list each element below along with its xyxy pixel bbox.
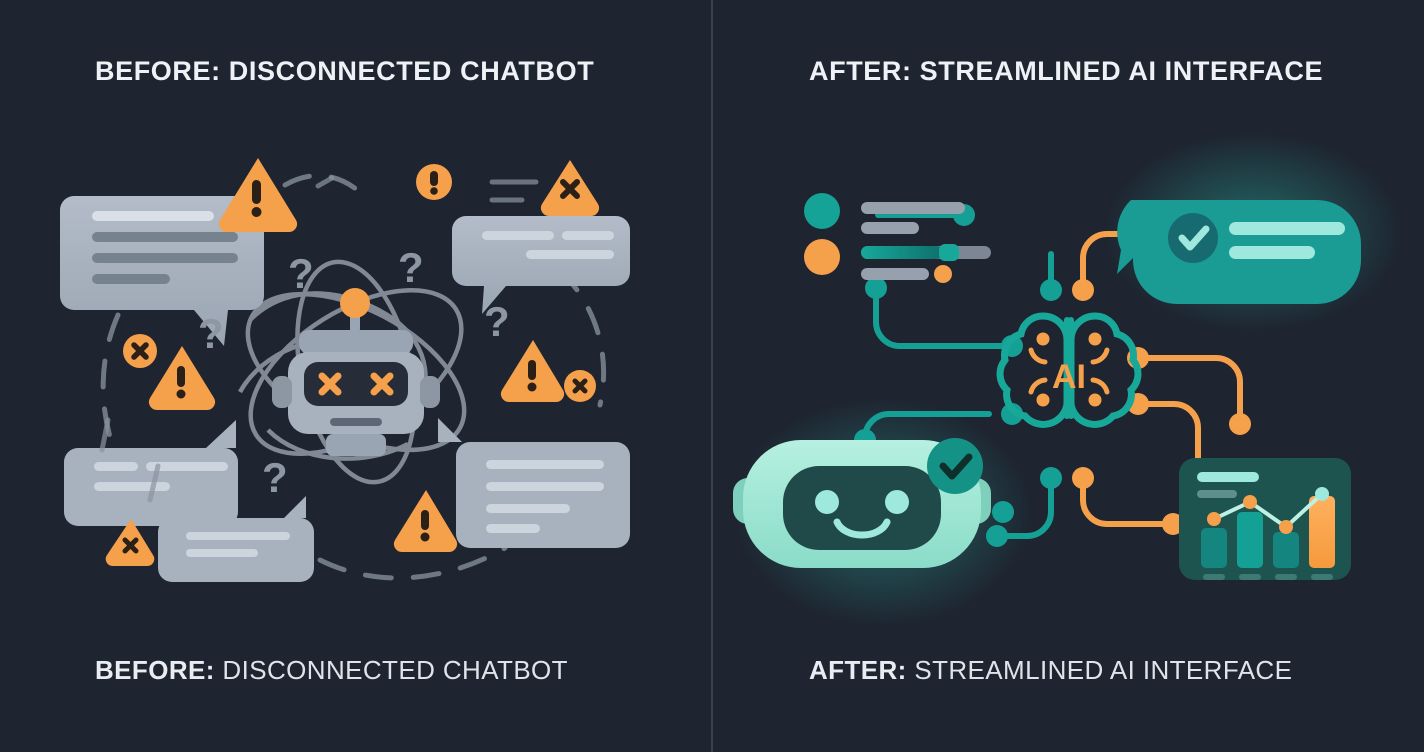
ai-brain-icon: AI	[996, 312, 1142, 428]
check-icon	[1178, 225, 1210, 251]
panel-after-caption: AFTER: STREAMLINED AI INTERFACE	[809, 655, 1292, 686]
success-chat-bubble	[1117, 200, 1361, 304]
question-mark-group: ? ? ? ? ?	[198, 244, 510, 501]
robot-check-badge	[927, 438, 983, 494]
warning-triangle-icon-1	[218, 158, 298, 233]
after-illustration: AI	[733, 132, 1403, 627]
warning-circle-icon	[416, 164, 452, 200]
chat-bubble-bottom-left	[158, 496, 314, 582]
svg-text:?: ?	[262, 454, 288, 501]
svg-text:?: ?	[484, 298, 510, 345]
robot-success-icon	[733, 438, 991, 568]
warning-triangle-icon-2	[148, 346, 216, 411]
sketch-strokes	[99, 175, 539, 503]
warning-triangle-icon-3	[500, 340, 565, 403]
panel-before-heading: BEFORE: DISCONNECTED CHATBOT	[95, 56, 595, 86]
panel-after-heading: AFTER: STREAMLINED AI INTERFACE	[809, 56, 1324, 86]
svg-text:?: ?	[198, 310, 224, 357]
chat-bubble-mid-left	[64, 420, 238, 526]
caption-before-light: DISCONNECTED CHATBOT	[214, 655, 568, 685]
caption-after-light: STREAMLINED AI INTERFACE	[906, 655, 1293, 685]
teal-dot-accent	[992, 501, 1014, 523]
before-illustration: ? ? ? ? ?	[60, 158, 630, 582]
error-triangle-icon-1	[540, 160, 600, 217]
warning-triangle-icon-4	[393, 490, 458, 553]
chat-bubble-top-left	[60, 196, 264, 346]
list-row-1	[804, 193, 965, 234]
list-row-2	[804, 239, 991, 283]
caption-after-bold: AFTER:	[809, 655, 907, 685]
error-circle-icon-2	[564, 370, 596, 402]
chart-line	[1212, 492, 1324, 529]
check-badge-circle	[1168, 213, 1218, 263]
chat-bubble-top-right	[452, 216, 630, 314]
chart-axis-labels	[1203, 574, 1333, 580]
panel-before: BEFORE: DISCONNECTED CHATBOT	[0, 0, 711, 752]
robot-antenna-light	[340, 288, 370, 318]
chat-bubble-bottom-right	[438, 418, 630, 548]
caption-before-bold: BEFORE:	[95, 655, 215, 685]
svg-text:?: ?	[288, 250, 314, 297]
panel-divider	[711, 0, 713, 752]
panel-before-caption: BEFORE: DISCONNECTED CHATBOT	[95, 655, 568, 686]
robot-check-icon	[939, 453, 973, 480]
brain-label: AI	[1052, 358, 1086, 396]
chart-markers	[1207, 487, 1329, 534]
svg-text:?: ?	[398, 244, 424, 291]
analytics-dashboard-card	[1179, 458, 1351, 580]
error-circle-icon-1	[123, 334, 157, 368]
error-triangle-icon-2	[105, 519, 155, 567]
robot-x-eyes	[318, 372, 394, 396]
panel-after: AFTER: STREAMLINED AI INTERFACE	[713, 0, 1424, 752]
chart-bars	[1201, 496, 1335, 568]
robot-error-icon	[272, 288, 440, 456]
